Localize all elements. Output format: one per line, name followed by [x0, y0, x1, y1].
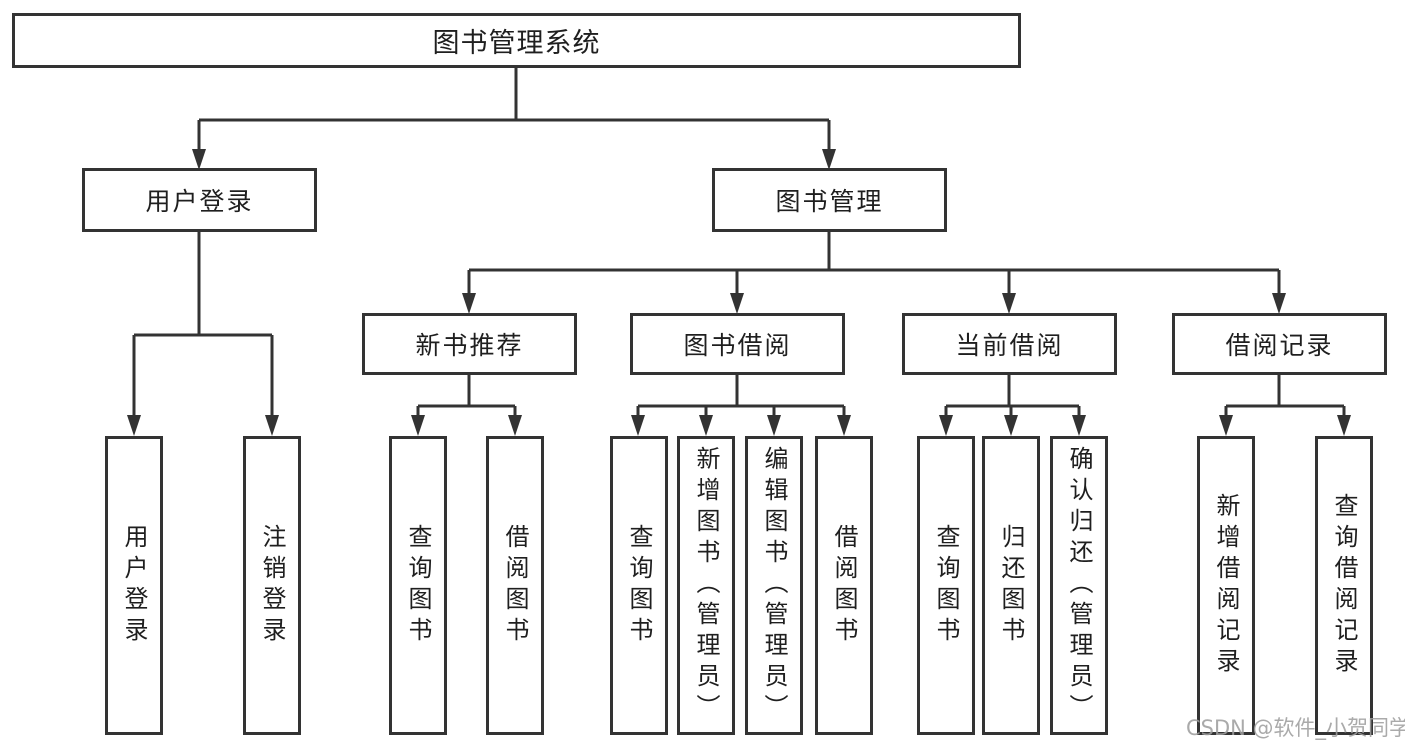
- leaf-confirm-return-admin: 确认归还（管理员）: [1050, 436, 1108, 735]
- node-label: 图书借阅: [683, 331, 792, 360]
- leaf-borrow-books-recommend: 借阅图书: [486, 436, 544, 735]
- node-label: 图书管理系统: [432, 28, 601, 59]
- csdn-watermark: CSDN @软件_小贺同学: [1186, 716, 1405, 740]
- node-label: 借阅图书: [501, 523, 529, 648]
- node-user-login: 用户登录: [82, 168, 317, 232]
- leaf-logout: 注销登录: [243, 436, 301, 735]
- node-new-book-recommendation: 新书推荐: [362, 313, 577, 375]
- node-book-borrowing: 图书借阅: [630, 313, 845, 375]
- leaf-user-login: 用户登录: [105, 436, 163, 735]
- leaf-query-books-current: 查询图书: [917, 436, 975, 735]
- node-label: 查询借阅记录: [1330, 492, 1358, 679]
- leaf-borrow-books-borrowing: 借阅图书: [815, 436, 873, 735]
- node-label: 借阅记录: [1225, 331, 1334, 360]
- node-current-borrowing: 当前借阅: [902, 313, 1117, 375]
- leaf-add-borrow-record: 新增借阅记录: [1197, 436, 1255, 735]
- node-borrowing-records: 借阅记录: [1172, 313, 1387, 375]
- node-label: 查询图书: [625, 523, 653, 648]
- node-label: 新增图书（管理员）: [692, 446, 720, 725]
- arrowheads: [127, 149, 1351, 436]
- node-label: 用户登录: [120, 523, 148, 648]
- node-label: 查询图书: [932, 523, 960, 648]
- node-book-management: 图书管理: [712, 168, 947, 232]
- node-label: 注销登录: [258, 523, 286, 648]
- node-label: 图书管理: [775, 187, 884, 216]
- node-label: 编辑图书（管理员）: [760, 446, 788, 725]
- node-label: 用户登录: [145, 187, 254, 216]
- node-label: 借阅图书: [830, 523, 858, 648]
- leaf-add-book-admin: 新增图书（管理员）: [677, 436, 735, 735]
- leaf-query-borrow-record: 查询借阅记录: [1315, 436, 1373, 735]
- node-label: 新增借阅记录: [1212, 492, 1240, 679]
- node-label: 确认归还（管理员）: [1065, 446, 1093, 725]
- leaf-edit-book-admin: 编辑图书（管理员）: [745, 436, 803, 735]
- node-label: 查询图书: [404, 523, 432, 648]
- node-label: 归还图书: [997, 523, 1025, 648]
- leaf-query-books-recommend: 查询图书: [389, 436, 447, 735]
- leaf-return-book: 归还图书: [982, 436, 1040, 735]
- node-label: 当前借阅: [955, 331, 1064, 360]
- node-library-management-system: 图书管理系统: [12, 13, 1021, 68]
- leaf-query-books-borrowing: 查询图书: [610, 436, 668, 735]
- node-label: 新书推荐: [415, 331, 524, 360]
